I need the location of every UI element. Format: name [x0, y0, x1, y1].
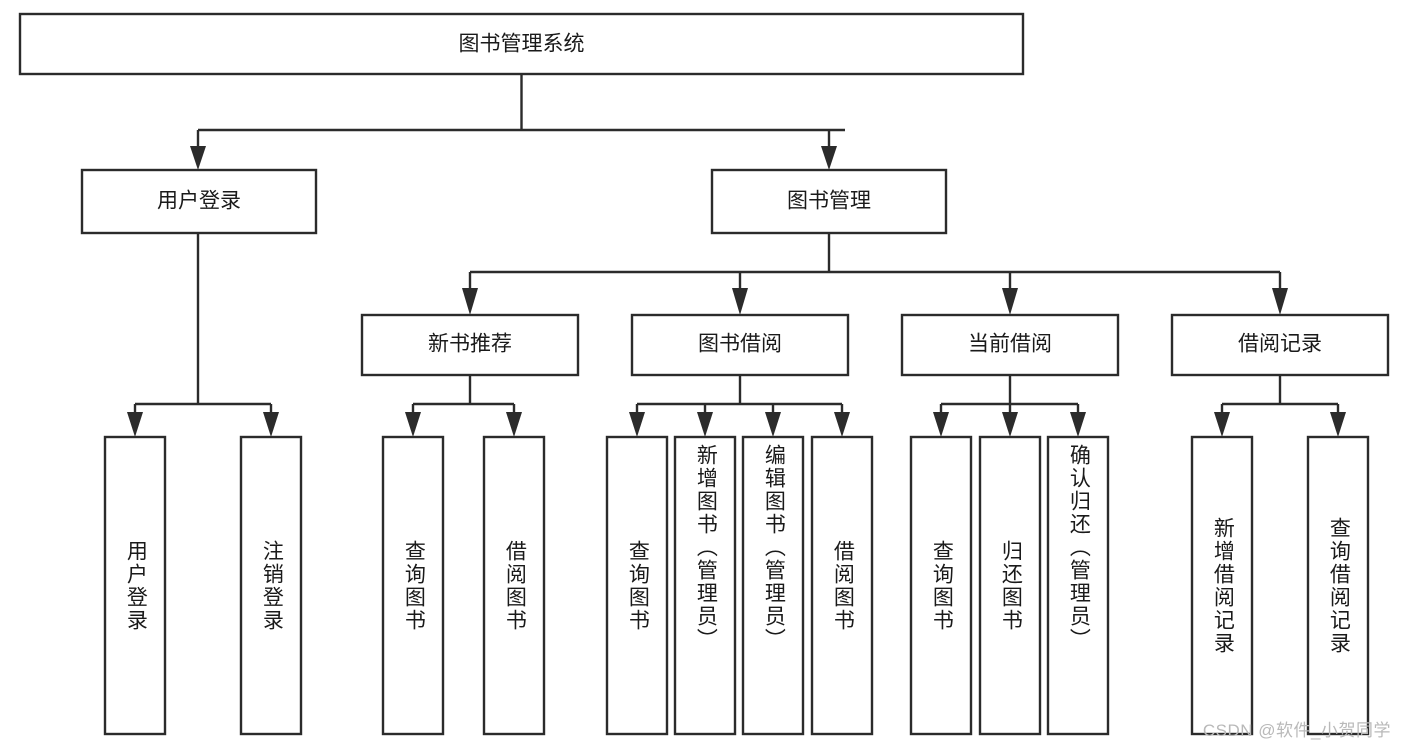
- arrowhead-user-login: [190, 146, 206, 170]
- leaf-node-return-book[interactable]: [978, 435, 1042, 736]
- node-borrow-record[interactable]: [1170, 313, 1390, 377]
- arrowhead-leaf-query-record: [1330, 412, 1346, 437]
- leaf-node-confirm-return-admin[interactable]: [1046, 435, 1110, 736]
- arrowhead-leaf-logout: [263, 412, 279, 437]
- leaf-node-borrow-book-recommend[interactable]: [482, 435, 546, 736]
- arrowhead-leaf-query-book-3: [933, 412, 949, 437]
- leaf-node-query-book-current[interactable]: [909, 435, 973, 736]
- node-root-label: 图书管理系统: [459, 33, 585, 56]
- arrowhead-leaf-query-book-2: [629, 412, 645, 437]
- node-book-borrow-label: 图书借阅: [698, 333, 782, 356]
- node-new-book-recommend-label: 新书推荐: [428, 333, 512, 356]
- arrowhead-leaf-user-login: [127, 412, 143, 437]
- arrowhead-leaf-borrow-book-2: [834, 412, 850, 437]
- node-current-borrow[interactable]: [900, 313, 1120, 377]
- node-layer: 图书管理系统 用户登录 图书管理 新书推荐 图书借阅 当前借阅 借阅记录: [18, 12, 1390, 736]
- leaf-node-borrow-book-borrow[interactable]: [810, 435, 874, 736]
- arrowhead-leaf-confirm-return: [1070, 412, 1086, 437]
- leaf-node-query-book-borrow[interactable]: [605, 435, 669, 736]
- node-new-book-recommend[interactable]: [360, 313, 580, 377]
- node-user-login-label: 用户登录: [157, 190, 241, 213]
- node-book-management-label: 图书管理: [787, 190, 871, 213]
- leaf-node-query-book-recommend[interactable]: [381, 435, 445, 736]
- arrowhead-leaf-borrow-book-1: [506, 412, 522, 437]
- arrowhead-leaf-return-book: [1002, 412, 1018, 437]
- arrowhead-leaf-query-book-1: [405, 412, 421, 437]
- node-borrow-record-label: 借阅记录: [1238, 333, 1322, 356]
- leaf-node-add-book-admin[interactable]: [673, 435, 737, 736]
- connector-layer: [127, 74, 1346, 437]
- arrowhead-book-manage: [821, 146, 837, 170]
- arrowhead-new-book-recommend: [462, 288, 478, 315]
- arrowhead-current-borrow: [1002, 288, 1018, 315]
- arrowhead-leaf-add-record: [1214, 412, 1230, 437]
- node-user-login[interactable]: [80, 168, 318, 235]
- leaf-node-query-borrow-record[interactable]: [1306, 435, 1370, 736]
- leaf-node-logout[interactable]: [239, 435, 303, 736]
- arrowhead-book-borrow: [732, 288, 748, 315]
- arrowhead-borrow-record: [1272, 288, 1288, 315]
- leaf-node-add-borrow-record[interactable]: [1190, 435, 1254, 736]
- node-current-borrow-label: 当前借阅: [968, 333, 1052, 356]
- leaf-node-user-login[interactable]: [103, 435, 167, 736]
- arrowhead-leaf-add-book: [697, 412, 713, 437]
- arrowhead-leaf-edit-book: [765, 412, 781, 437]
- csdn-watermark: CSDN @软件_小贺同学: [1202, 721, 1391, 740]
- leaf-node-edit-book-admin[interactable]: [741, 435, 805, 736]
- node-book-borrow[interactable]: [630, 313, 850, 377]
- node-book-management[interactable]: [710, 168, 948, 235]
- node-root-book-system[interactable]: [18, 12, 1025, 76]
